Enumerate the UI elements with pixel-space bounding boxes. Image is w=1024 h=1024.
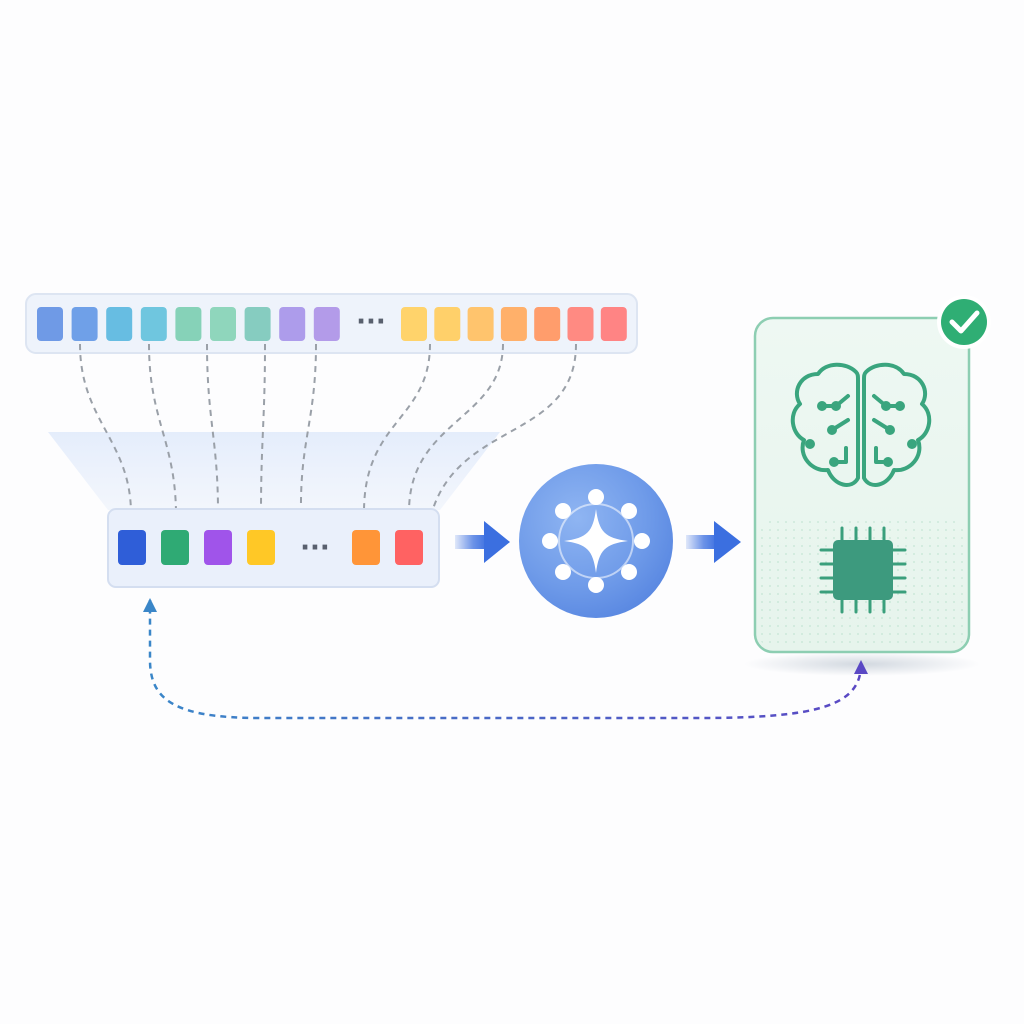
feedback-loop-head-top bbox=[143, 598, 157, 612]
connector-line bbox=[405, 343, 504, 516]
connector-line bbox=[296, 343, 317, 516]
network-sparkle-icon bbox=[542, 489, 650, 593]
source-token bbox=[467, 307, 494, 341]
selected-tokens-left bbox=[118, 530, 275, 565]
flow-arrow-to-output bbox=[686, 521, 741, 563]
source-token-strip: ··· bbox=[25, 293, 638, 354]
feedback-loop-head-right bbox=[854, 660, 868, 674]
selected-token bbox=[395, 530, 423, 565]
source-token bbox=[600, 307, 627, 341]
source-token bbox=[37, 307, 63, 341]
source-token bbox=[106, 307, 133, 341]
connector-line bbox=[431, 343, 577, 513]
source-token bbox=[210, 307, 236, 341]
connector-line bbox=[257, 343, 266, 516]
source-token bbox=[140, 307, 167, 341]
source-token bbox=[279, 307, 306, 341]
check-badge-icon bbox=[937, 295, 991, 349]
chip-icon bbox=[819, 526, 907, 614]
source-token bbox=[244, 307, 271, 341]
connector-line bbox=[79, 343, 135, 516]
source-ellipsis: ··· bbox=[356, 307, 386, 337]
selected-token bbox=[161, 530, 189, 565]
source-token bbox=[71, 307, 98, 341]
source-token bbox=[534, 307, 561, 341]
source-token bbox=[500, 307, 527, 341]
source-token bbox=[434, 307, 461, 341]
selected-token bbox=[204, 530, 232, 565]
source-token bbox=[175, 307, 202, 341]
flow-arrow-to-model bbox=[455, 521, 510, 563]
selected-token bbox=[118, 530, 146, 565]
selected-tokens-right bbox=[352, 530, 423, 565]
feedback-loop-arrow bbox=[148, 600, 863, 720]
connector-line bbox=[206, 343, 222, 516]
connector-line bbox=[360, 343, 431, 516]
source-token bbox=[567, 307, 594, 341]
output-card bbox=[744, 295, 991, 676]
selected-token bbox=[247, 530, 275, 565]
model-node bbox=[519, 464, 673, 618]
source-token bbox=[401, 307, 427, 341]
source-token bbox=[313, 307, 340, 341]
selected-token-strip: ··· bbox=[107, 508, 440, 588]
connector-line bbox=[148, 343, 180, 516]
source-tokens-right bbox=[401, 307, 627, 341]
brain-circuit-icon bbox=[790, 362, 932, 487]
selection-connectors bbox=[79, 343, 577, 516]
selected-token bbox=[352, 530, 380, 565]
source-tokens-left bbox=[37, 307, 340, 341]
selection-funnel bbox=[48, 432, 500, 510]
selected-ellipsis: ··· bbox=[300, 533, 330, 563]
